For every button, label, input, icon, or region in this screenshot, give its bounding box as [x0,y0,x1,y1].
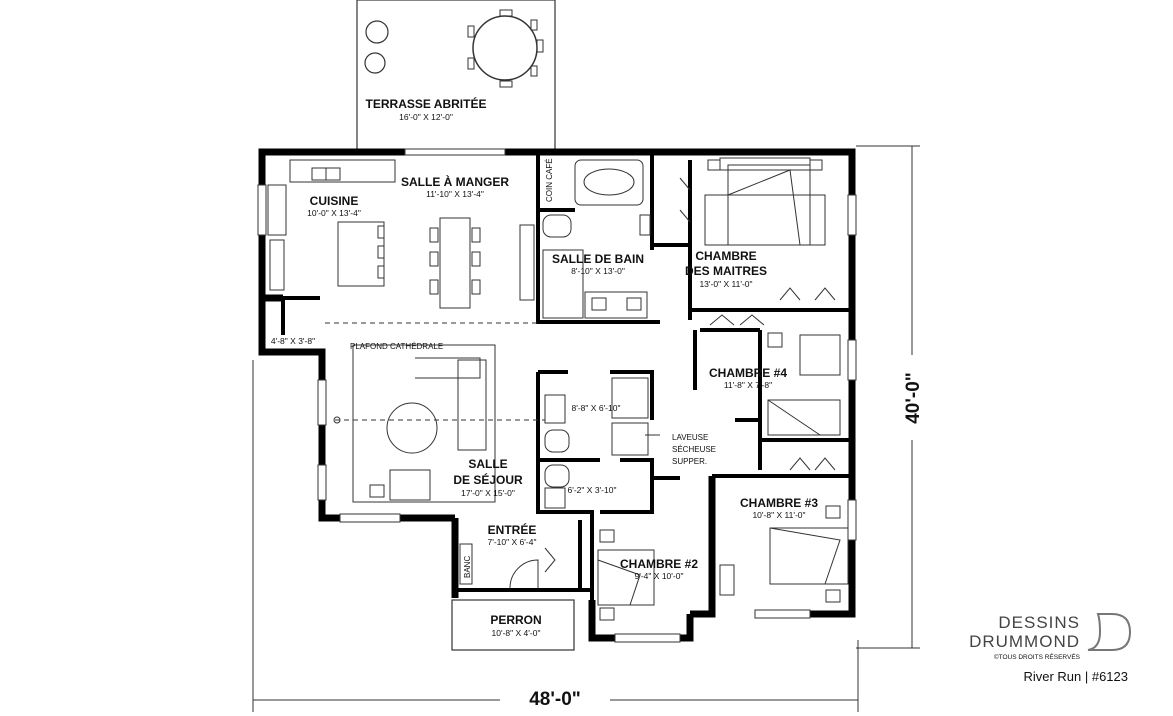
bedroom2-dim: 9'-4" X 10'-0" [635,571,684,581]
bathroom-dim: 8'-10" X 13'-0" [571,266,625,276]
laundry-label-2: SÉCHEUSE [672,445,716,454]
interior-walls [281,152,852,600]
bedroom4-name: CHAMBRE #4 [709,366,787,380]
living-room-furniture [325,322,545,503]
living-room-name-1: SALLE [468,457,507,471]
bathroom2-dim: 8'-8" X 6'-10" [572,403,621,413]
laundry-label-1: LAVEUSE [672,433,708,442]
wc-dim: 6'-2" X 3'-10" [568,485,617,495]
cathedral-ceiling-label: PLAFOND CATHÉDRALE [350,342,443,351]
plan-name: River Run | #6123 [1023,669,1128,684]
bedroom2-name: CHAMBRE #2 [620,557,698,571]
entry-dim: 7'-10" X 6'-4" [488,537,537,547]
living-room-name-2: DE SÉJOUR [453,472,523,487]
brand-line-2: DRUMMOND [969,632,1080,651]
dining-name: SALLE À MANGER [401,174,509,189]
bedroom3-name: CHAMBRE #3 [740,496,818,510]
terrace [356,0,556,151]
bathroom-name: SALLE DE BAIN [552,252,644,266]
entry-name: ENTRÉE [488,522,537,537]
closet-dim: 4'-8" X 3'-8" [271,336,315,346]
master-bedroom-name-2: DES MAITRES [685,264,767,278]
coffee-corner-label: COIN CAFÉ [545,158,554,202]
brand-line-1: DESSINS [998,613,1080,632]
brand-d-icon [1087,613,1132,651]
master-bedroom-dim: 13'-0" X 11'-0" [699,279,752,289]
laundry-label-3: SUPPER. [672,457,707,466]
terrace-dim: 16'-0" X 12'-0" [399,112,453,122]
dining-dim: 11'-10" X 13'-4" [426,189,484,199]
porch-name: PERRON [490,613,541,627]
kitchen-fixtures [267,159,396,291]
bedroom4-furniture [709,314,841,436]
porch [451,599,575,651]
bath-fixtures [542,159,651,319]
living-room-dim: 17'-0" X 15'-0" [461,488,515,498]
porch-dim: 10'-8" X 4'-0" [492,628,541,638]
laundry-fixtures [544,377,660,509]
bedroom2-furniture [597,529,655,621]
master-bedroom-name-1: CHAMBRE [695,249,756,263]
brand-logo: DESSINS DRUMMOND ©TOUS DROITS RÉSERVÉS R… [969,613,1132,684]
bedroom4-dim: 11'-8" X 7'-8" [724,380,772,390]
kitchen-name: CUISINE [310,194,359,208]
bedroom3-furniture [719,457,849,603]
terrace-name: TERRASSE ABRITÉE [366,96,487,111]
bedroom3-dim: 10'-8" X 11'-0" [752,510,805,520]
kitchen-dim: 10'-0" X 13'-4" [307,208,361,218]
brand-copyright: ©TOUS DROITS RÉSERVÉS [994,652,1081,661]
windows [257,148,857,643]
master-bedroom-furniture [679,157,836,301]
overall-depth: 40'-0" [903,372,924,424]
bench-label: BANC [463,556,472,578]
dining-table [429,217,535,309]
entry-fixtures [459,543,556,589]
overall-width: 48'-0" [529,689,581,710]
